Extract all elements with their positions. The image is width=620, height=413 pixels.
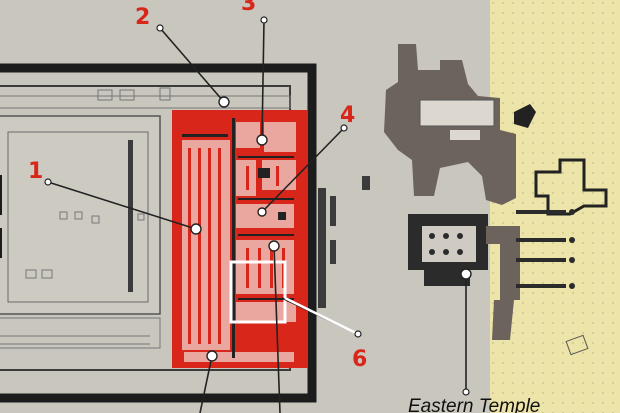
callout-end-6	[354, 330, 362, 338]
callout-end-eastern-temple	[462, 388, 470, 396]
callout-end-1	[44, 178, 52, 186]
eastern-temple-ruins	[384, 44, 608, 356]
callout-end-4	[340, 124, 348, 132]
inset-callout-line	[284, 296, 359, 336]
marker-number-3: 3	[241, 0, 256, 16]
marker-number-2: 2	[135, 5, 150, 30]
marker-number-4: 4	[340, 103, 355, 128]
callout-points	[190, 96, 472, 362]
highlighted-sanctuary-area	[172, 110, 308, 368]
exterior-wall-ruins	[318, 176, 370, 308]
marker-number-6: 6	[352, 347, 367, 372]
callout-end-3	[260, 16, 268, 24]
callout-end-2	[156, 24, 164, 32]
detail-inset-box	[229, 260, 287, 324]
eastern-temple-label: Eastern Temple	[408, 396, 540, 413]
marker-number-1: 1	[28, 159, 43, 184]
